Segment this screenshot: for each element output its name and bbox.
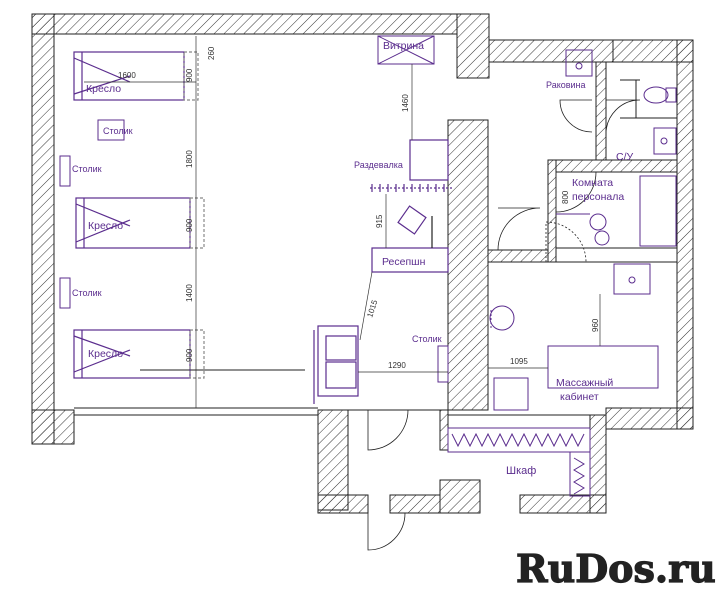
label-small-table-3: Столик <box>72 288 102 298</box>
label-vitrina: Витрина <box>383 40 424 52</box>
small-table-3 <box>59 277 71 309</box>
dim-1400: 1400 <box>185 284 194 302</box>
label-staff-room-1: Комната <box>572 177 613 189</box>
label-armchair-2: Кресло <box>88 220 123 232</box>
dim-900-a: 900 <box>185 68 194 82</box>
dim-1600: 1600 <box>118 71 136 80</box>
walls <box>31 13 694 514</box>
wc-sink <box>653 127 677 155</box>
label-reception: Ресепшн <box>382 256 426 268</box>
display-case <box>377 35 435 65</box>
small-table-2 <box>59 155 71 187</box>
armchair-1 <box>73 51 199 101</box>
dim-900-b: 900 <box>185 218 194 232</box>
label-small-table-2: Столик <box>72 164 102 174</box>
dim-1460: 1460 <box>401 94 410 112</box>
wardrobe <box>447 427 591 497</box>
dim-960: 960 <box>591 318 600 332</box>
sofa <box>313 325 359 404</box>
label-wc: С/У <box>616 151 634 163</box>
label-small-table-4: Столик <box>412 334 442 344</box>
massage-furniture <box>489 263 659 411</box>
dim-1095: 1095 <box>510 357 528 366</box>
dim-1290: 1290 <box>388 361 406 370</box>
label-armchair-3: Кресло <box>88 348 123 360</box>
small-table-4 <box>437 345 449 383</box>
cloakroom-rack <box>370 139 452 192</box>
reception-desk <box>371 205 449 273</box>
watermark: RuDos.ru <box>515 545 716 591</box>
label-cloakroom: Раздевалка <box>354 160 403 170</box>
dimension-lines <box>84 36 601 408</box>
wc-partitions <box>620 79 677 119</box>
label-massage-room-1: Массажный <box>556 377 613 389</box>
armchair-3 <box>73 329 205 379</box>
dim-260: 260 <box>207 46 216 60</box>
label-wardrobe: Шкаф <box>506 465 536 477</box>
staff-furniture <box>556 175 677 247</box>
interior-lines <box>74 62 677 416</box>
sink <box>565 49 593 77</box>
dim-1015: 1015 <box>365 298 379 318</box>
dim-915: 915 <box>375 214 384 228</box>
small-table-1 <box>97 119 125 141</box>
label-sink: Раковина <box>546 80 586 90</box>
label-armchair-1: Кресло <box>86 83 121 95</box>
toilet <box>643 86 677 104</box>
armchair-2 <box>75 197 205 249</box>
dim-900-c: 900 <box>185 348 194 362</box>
label-massage-room-2: кабинет <box>560 391 599 403</box>
label-staff-room-2: персонала <box>572 191 624 203</box>
doors <box>367 99 641 551</box>
dim-800: 800 <box>561 190 570 204</box>
watermark-text: RuDos.ru <box>516 546 716 591</box>
label-small-table-1: Столик <box>103 126 133 136</box>
dim-1800: 1800 <box>185 150 194 168</box>
